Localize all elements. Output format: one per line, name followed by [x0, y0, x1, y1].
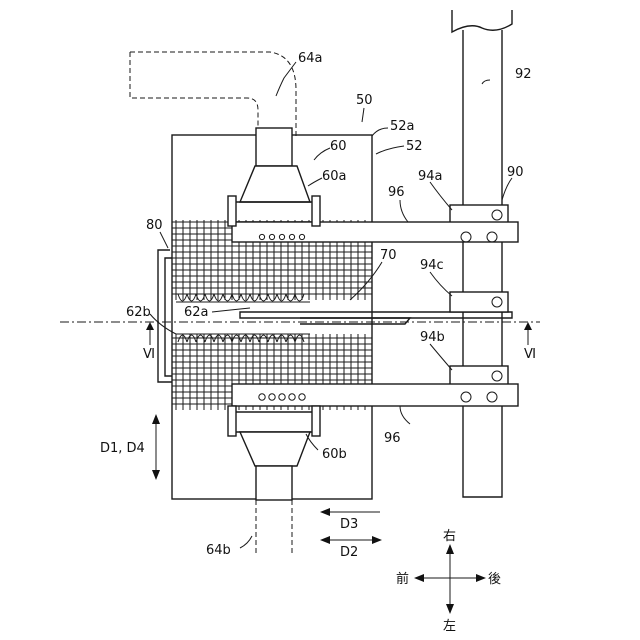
coil-loop	[187, 294, 196, 301]
label-94c: 94c	[420, 258, 444, 273]
label-96-bottom: 96	[384, 431, 401, 446]
compass-right-label: 後	[488, 572, 501, 587]
coil-loop	[232, 294, 241, 301]
compass-up-label: 右	[443, 529, 456, 544]
label-60: 60	[330, 139, 347, 154]
label-d2: D2	[340, 545, 358, 560]
label-92: 92	[515, 67, 532, 82]
arm-94b	[232, 366, 518, 406]
diffuser-60b	[240, 432, 310, 466]
compass-down-label: 左	[443, 619, 456, 634]
bottom-connector-tube	[256, 466, 292, 500]
label-80: 80	[146, 218, 163, 233]
label-62b: 62b	[126, 305, 151, 320]
coil-loop	[268, 294, 277, 301]
coil-loop	[286, 294, 295, 301]
label-d1-d4: D1, D4	[100, 441, 145, 456]
coil-loop	[250, 294, 259, 301]
label-96-top: 96	[388, 185, 405, 200]
label-94b: 94b	[420, 330, 445, 345]
label-64b: 64b	[206, 543, 231, 558]
duct-64a	[130, 52, 296, 138]
label-52a: 52a	[390, 119, 415, 134]
label-vi-left: Ⅵ	[143, 347, 155, 362]
duct-64b	[256, 500, 292, 556]
coil-loop	[295, 294, 304, 301]
orientation-compass: 右 左 前 後	[396, 529, 501, 634]
label-52: 52	[406, 139, 423, 154]
label-62a: 62a	[184, 305, 209, 320]
coil-62a	[176, 294, 310, 302]
label-60b: 60b	[322, 447, 347, 462]
label-94a: 94a	[418, 169, 443, 184]
label-vi-right: Ⅵ	[524, 347, 536, 362]
coil-loop	[205, 294, 214, 301]
coil-loop	[223, 294, 232, 301]
label-50: 50	[356, 93, 373, 108]
label-d3: D3	[340, 517, 358, 532]
label-70: 70	[380, 248, 397, 263]
arm-94c	[450, 292, 508, 312]
label-60a: 60a	[322, 169, 347, 184]
top-connector-tube	[256, 128, 292, 166]
label-64a: 64a	[298, 51, 323, 66]
header-pipe-80	[158, 250, 172, 382]
compass-left-label: 前	[396, 571, 409, 587]
label-90: 90	[507, 165, 524, 180]
diffuser-60a	[240, 166, 310, 202]
